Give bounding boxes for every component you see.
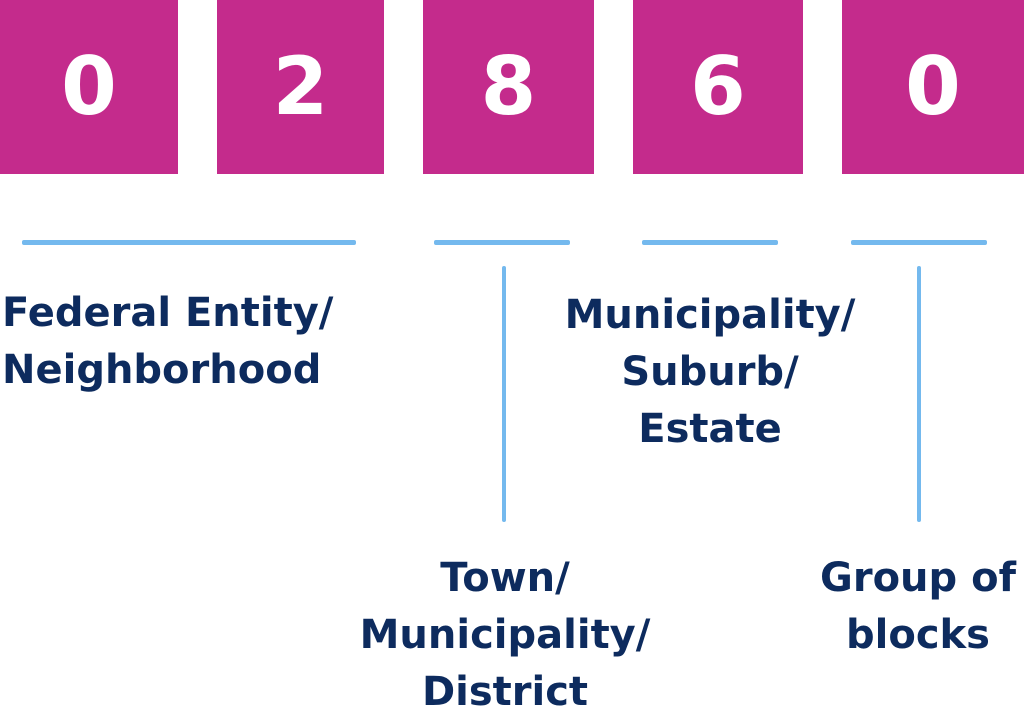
label-federal-entity-line-2: Neighborhood bbox=[2, 347, 322, 393]
label-municipality-line-2: Suburb/ bbox=[621, 349, 799, 395]
label-federal-entity-line-1: Federal Entity/ bbox=[2, 290, 334, 336]
bracket-federal-entity bbox=[22, 240, 356, 245]
digit-box-1: 0 bbox=[0, 0, 178, 174]
label-town-line-3: District bbox=[421, 669, 589, 715]
digit-5: 0 bbox=[905, 40, 961, 133]
bracket-group-blocks bbox=[851, 240, 987, 245]
label-town-line-1: Town/ bbox=[440, 555, 570, 601]
label-group-blocks: Group of blocks bbox=[820, 550, 1016, 664]
label-group-blocks-line-1: Group of bbox=[820, 555, 1016, 601]
digit-3: 8 bbox=[480, 40, 537, 133]
label-town-line-2: Municipality/ bbox=[359, 612, 651, 658]
digit-4: 6 bbox=[690, 40, 746, 133]
bracket-town bbox=[434, 240, 570, 245]
bracket-municipality bbox=[642, 240, 778, 245]
label-town: Town/ Municipality/ District bbox=[360, 550, 651, 721]
digit-box-2: 2 bbox=[217, 0, 384, 174]
digit-box-5: 0 bbox=[842, 0, 1024, 174]
digit-box-4: 6 bbox=[633, 0, 803, 174]
label-federal-entity: Federal Entity/ Neighborhood bbox=[2, 285, 333, 399]
label-municipality-line-1: Municipality/ bbox=[564, 292, 856, 338]
label-municipality-line-3: Estate bbox=[638, 406, 782, 452]
label-municipality: Municipality/ Suburb/ Estate bbox=[565, 287, 856, 458]
label-group-blocks-line-2: blocks bbox=[846, 612, 990, 658]
connector-town bbox=[502, 266, 506, 522]
digit-1: 0 bbox=[61, 40, 117, 133]
connector-group-blocks bbox=[917, 266, 921, 522]
digit-2: 2 bbox=[272, 40, 329, 133]
digit-box-3: 8 bbox=[423, 0, 594, 174]
